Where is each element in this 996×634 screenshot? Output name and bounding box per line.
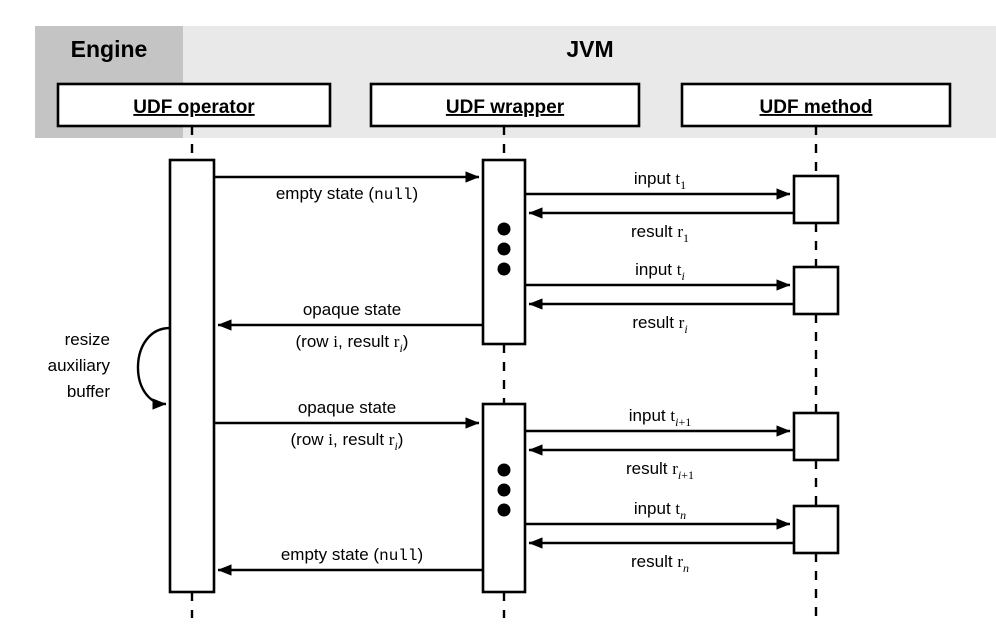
message-label-m8: input ti+1 <box>629 406 691 429</box>
participant-label-udf-wrapper: UDF wrapper <box>446 97 565 118</box>
band-title-engine: Engine <box>71 36 148 62</box>
message-label-m6-line2: (row i, result ri) <box>296 332 409 355</box>
message-label-m7-line1: opaque state <box>298 398 396 417</box>
wrapper-ellipsis-top <box>497 222 511 276</box>
participant-box-udf-method[interactable] <box>680 82 952 128</box>
message-label-m11: result rn <box>631 552 689 575</box>
message-label-m9: result ri+1 <box>626 459 694 482</box>
message-label-m1: empty state (null) <box>276 184 418 204</box>
activation-udf-method-4[interactable] <box>792 504 840 555</box>
note-label-line1: resize <box>65 330 110 349</box>
activation-udf-wrapper-bottom[interactable] <box>481 402 527 594</box>
wrapper-ellipsis-bottom <box>497 463 511 517</box>
activation-udf-method-1[interactable] <box>792 174 840 225</box>
message-label-m2: input t1 <box>634 169 686 192</box>
band-title-jvm: JVM <box>566 36 613 62</box>
message-label-m10: input tn <box>634 499 686 522</box>
message-label-m12: empty state (null) <box>281 545 423 565</box>
participant-label-udf-method: UDF method <box>760 97 873 118</box>
message-label-m7-line2: (row i, result ri) <box>291 430 404 453</box>
participant-box-udf-operator[interactable] <box>56 82 332 128</box>
participant-box-udf-wrapper[interactable] <box>369 82 641 128</box>
activation-udf-operator[interactable] <box>168 158 216 594</box>
activation-udf-method-2[interactable] <box>792 265 840 316</box>
self-message-arrow-resize-buffer[interactable] <box>136 326 171 410</box>
message-label-m4: input ti <box>635 260 685 283</box>
participant-label-udf-operator: UDF operator <box>133 97 255 118</box>
note-label-line2: auxiliary <box>48 356 111 375</box>
note-label-line3: buffer <box>67 382 111 401</box>
message-label-m5: result ri <box>632 313 687 336</box>
message-label-m3: result r1 <box>631 222 689 245</box>
activation-udf-method-3[interactable] <box>792 411 840 462</box>
message-label-m6-line1: opaque state <box>303 300 401 319</box>
